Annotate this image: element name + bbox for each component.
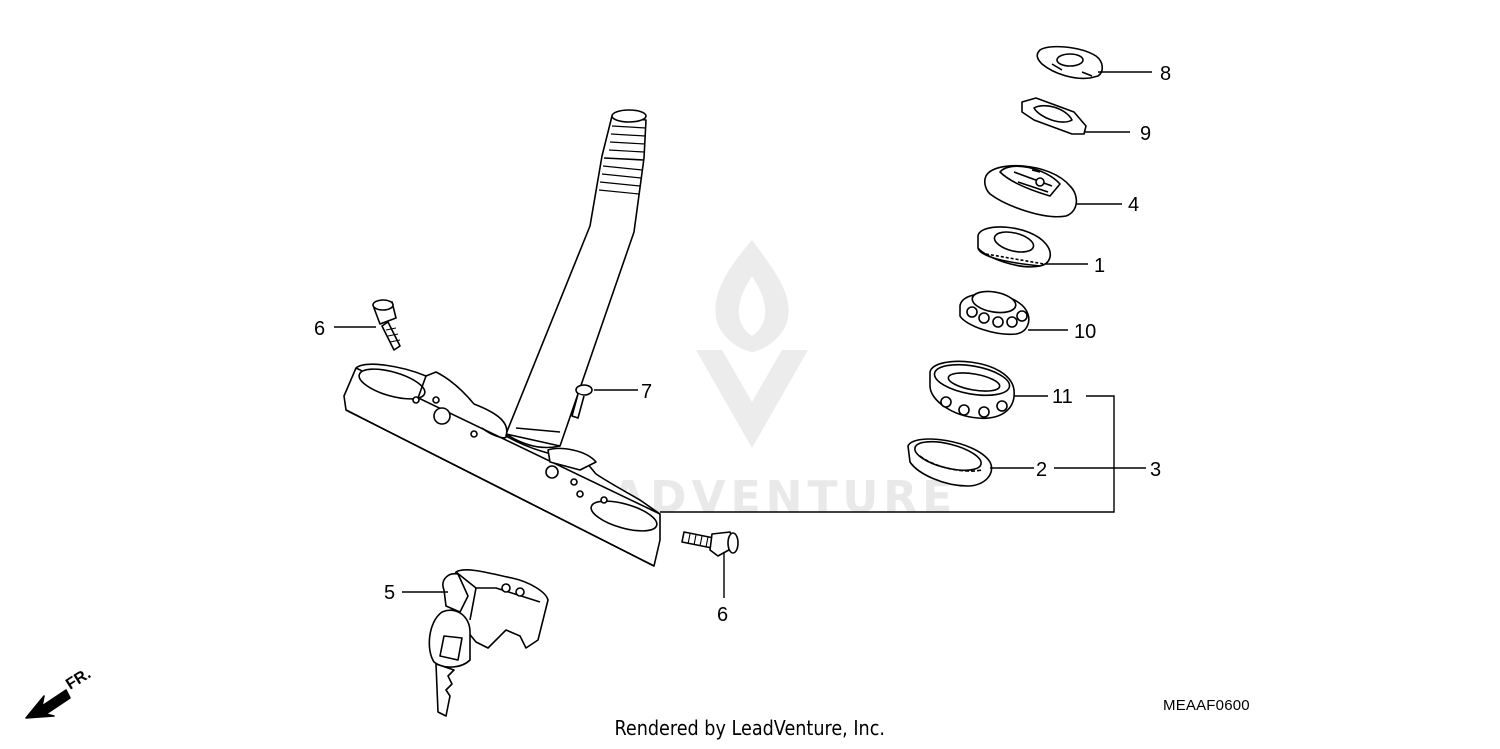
lock-washer-8: [1036, 45, 1104, 80]
callouts: 8 9 4 1 10 11 2 3 6 7 5 6 FR.: [63, 63, 1171, 693]
bearing-11: [929, 360, 1015, 419]
screw-7: [571, 384, 593, 419]
outer-race-2: [907, 438, 993, 487]
callout-11: 11: [1052, 386, 1073, 408]
callout-4: 4: [1128, 194, 1139, 216]
callout-10: 10: [1074, 321, 1096, 343]
callout-9: 9: [1140, 123, 1151, 145]
bolt-6-right: [681, 531, 739, 557]
bottom-bridge: [343, 363, 661, 567]
footer-text: Rendered by LeadVenture, Inc.: [614, 716, 886, 740]
callout-1: 1: [1094, 255, 1105, 277]
callout-8: 8: [1160, 63, 1171, 85]
callout-5: 5: [384, 582, 395, 604]
bearing-10: [959, 290, 1030, 336]
callout-2: 2: [1036, 459, 1047, 481]
bolt-6-left: [372, 299, 401, 351]
callout-6-left: 6: [314, 318, 325, 340]
diagram-code: MEAAF0600: [1163, 697, 1250, 714]
dust-seal-1: [977, 226, 1052, 268]
leader-lines: [334, 71, 1152, 598]
callout-3: 3: [1150, 459, 1161, 481]
fr-label: FR.: [63, 665, 94, 693]
footer-credit: Rendered by LeadVenture, Inc.: [0, 716, 1500, 740]
steering-stem: [505, 109, 647, 449]
callout-6-right: 6: [717, 604, 728, 626]
callout-7: 7: [641, 381, 652, 403]
adjusting-nut-4: [984, 164, 1078, 218]
front-direction-arrow: [25, 689, 71, 719]
ignition-switch: [428, 569, 549, 717]
washer-9: [1021, 97, 1087, 135]
